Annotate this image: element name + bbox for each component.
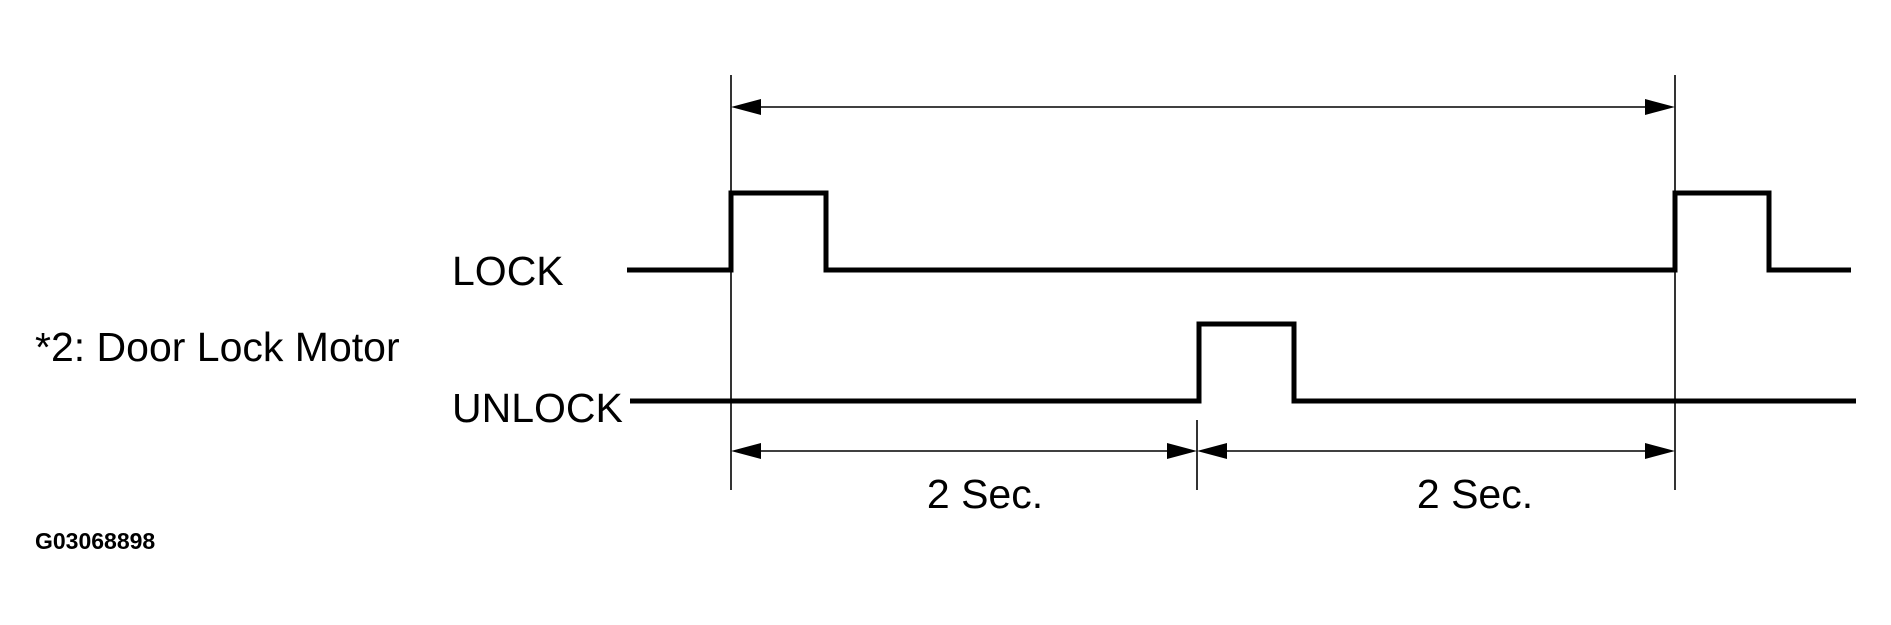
lock-label: LOCK (452, 248, 564, 294)
interval-2-arrow (1197, 443, 1675, 459)
interval-1-arrow (731, 443, 1197, 459)
figure-code: G03068898 (35, 528, 155, 554)
unlock-signal-waveform (630, 321, 1856, 404)
interval-1-label: 2 Sec. (927, 471, 1043, 517)
interval-2-label: 2 Sec. (1417, 471, 1533, 517)
lock-signal-waveform (627, 190, 1851, 273)
total-period-arrow (731, 99, 1675, 115)
unlock-label: UNLOCK (452, 385, 623, 431)
door-lock-motor-label: *2: Door Lock Motor (35, 324, 400, 370)
